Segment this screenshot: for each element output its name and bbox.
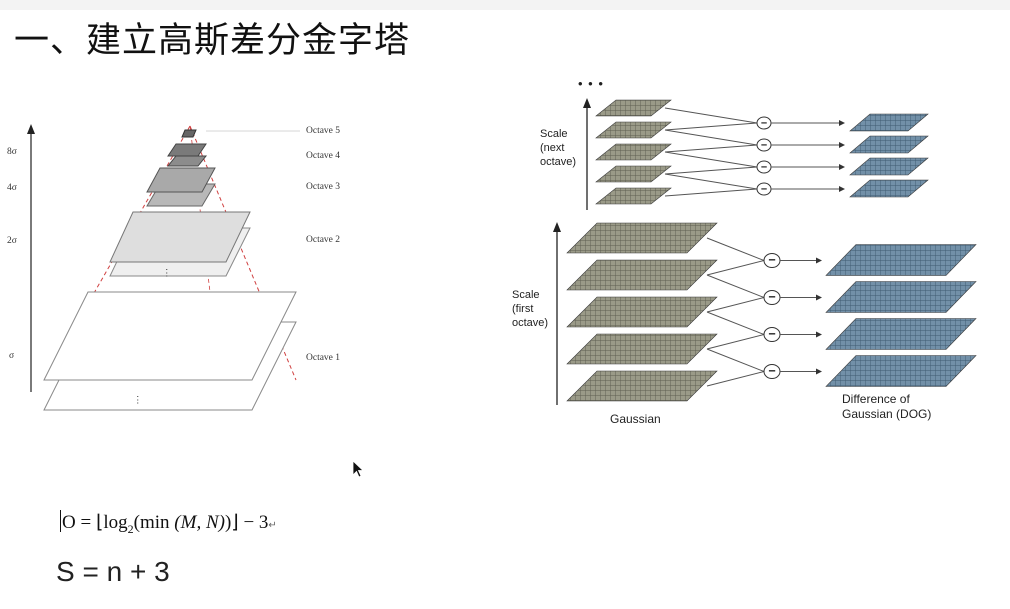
page-title: 一、建立高斯差分金字塔	[14, 21, 411, 61]
top-bar	[0, 0, 1010, 10]
first-octave-gaussian-2	[566, 259, 718, 291]
octave-5-label: Octave 5	[306, 126, 340, 136]
next-octave-minus-3-symbol: −	[761, 162, 767, 174]
dog-figure: • • • Scale (next octave) Scale (first o…	[512, 76, 977, 426]
scale-axis-arrowhead	[27, 124, 35, 134]
first-octave-arrow-2-head	[816, 294, 822, 301]
octave-1-layer-top	[43, 291, 297, 381]
scale-label-8sigma: 8σ	[7, 147, 17, 157]
octave-5-layer	[181, 129, 197, 138]
next-octave-minus-4-symbol: −	[761, 184, 767, 196]
next-octave-gaussian-3	[595, 143, 672, 161]
next-octave-link-b-2	[664, 144, 758, 153]
next-octave-gaussian-5	[595, 187, 672, 205]
first-octave-minus-1-symbol: −	[768, 253, 775, 267]
next-octave-dog-4	[849, 179, 929, 198]
first-octave-link-b-3	[706, 334, 765, 350]
next-octave-gaussian-4	[595, 165, 672, 183]
first-octave-link-b-1	[706, 260, 765, 276]
next-octave-gaussian-1	[595, 99, 672, 117]
dog-label-line2: Gaussian (DOG)	[842, 407, 931, 421]
gaussian-label: Gaussian	[610, 412, 661, 426]
octave-2-label: Octave 2	[306, 235, 340, 245]
octave-2-layer-top	[109, 211, 251, 263]
next-octave-label-line1: Scale	[540, 128, 568, 140]
next-octave-minus-1-symbol: −	[761, 118, 767, 130]
octave-1-label: Octave 1	[306, 353, 340, 363]
next-octave-arrow-1-head	[839, 120, 845, 126]
first-octave-dog-4	[825, 355, 977, 387]
octave-4-label: Octave 4	[306, 151, 340, 161]
first-octave-minus-4-symbol: −	[768, 364, 775, 378]
next-octave-link-a-4	[664, 173, 758, 190]
next-octave-link-b-1	[664, 122, 758, 131]
continuation-dots: • • •	[578, 76, 604, 91]
next-octave-label-line2: (next	[540, 142, 564, 154]
first-octave-label-line2: (first	[512, 303, 533, 315]
next-octave-arrow-3-head	[839, 164, 845, 170]
first-octave-gaussian-4	[566, 333, 718, 365]
next-octave-arrow-4-head	[839, 186, 845, 192]
next-octave-gaussian-2	[595, 121, 672, 139]
first-octave-gaussian-1	[566, 222, 718, 254]
octave-2-ellipsis: ⋮	[162, 269, 172, 279]
first-octave-arrow-1-head	[816, 257, 822, 264]
first-octave-link-a-3	[706, 311, 765, 335]
pyramid-figure: ⋮ ⋮ Octave 5 Octave 4 Octave 3 Octave 2 …	[7, 124, 340, 411]
next-octave-minus-2-symbol: −	[761, 140, 767, 152]
next-octave-link-a-2	[664, 129, 758, 146]
paragraph-mark: ↵	[268, 520, 277, 531]
first-octave-label-line1: Scale	[512, 289, 540, 301]
next-octave-link-b-4	[664, 188, 758, 197]
first-octave-minus-2-symbol: −	[768, 290, 775, 304]
first-octave-dog-3	[825, 318, 977, 350]
first-octave-gaussian-3	[566, 296, 718, 328]
layer-count-formula: S = n + 3	[56, 556, 170, 587]
scale-label-sigma: σ	[9, 351, 14, 361]
next-octave-link-a-3	[664, 151, 758, 168]
first-octave-arrow-4-head	[816, 368, 822, 375]
first-octave-link-b-2	[706, 297, 765, 313]
first-octave-gaussian-5	[566, 370, 718, 402]
next-octave-link-b-3	[664, 166, 758, 175]
scale-label-2sigma: 2σ	[7, 236, 17, 246]
first-octave-link-a-1	[706, 237, 765, 261]
first-octave-link-a-2	[706, 274, 765, 298]
scale-label-4sigma: 4σ	[7, 183, 17, 193]
octave-count-formula: O = ⌊log2(min (M, N))⌋ − 3↵	[60, 510, 277, 536]
text-cursor	[60, 510, 61, 532]
octave-3-label: Octave 3	[306, 182, 340, 192]
next-octave-dog-3	[849, 157, 929, 176]
next-octave-dog-2	[849, 135, 929, 154]
next-octave-arrow-2-head	[839, 142, 845, 148]
first-octave-dog-2	[825, 281, 977, 313]
first-octave-arrow-3-head	[816, 331, 822, 338]
octave-4-layer-top	[167, 143, 207, 157]
next-octave-dog-1	[849, 113, 929, 132]
next-octave-arrowhead	[583, 98, 591, 108]
first-octave-dog-1	[825, 244, 977, 276]
next-octave-label-line3: octave)	[540, 156, 576, 168]
first-octave-minus-3-symbol: −	[768, 327, 775, 341]
first-octave-link-b-4	[706, 371, 765, 387]
octave-1-ellipsis: ⋮	[133, 396, 143, 406]
first-octave-label-line3: octave)	[512, 317, 548, 329]
octave-3-layer-top	[146, 167, 216, 193]
first-octave-link-a-4	[706, 348, 765, 372]
first-octave-arrowhead	[553, 222, 561, 232]
mouse-pointer-icon	[352, 460, 365, 478]
next-octave-link-a-1	[664, 107, 758, 124]
dog-label-line1: Difference of	[842, 392, 910, 406]
octave-4-layer-bottom	[166, 155, 208, 167]
